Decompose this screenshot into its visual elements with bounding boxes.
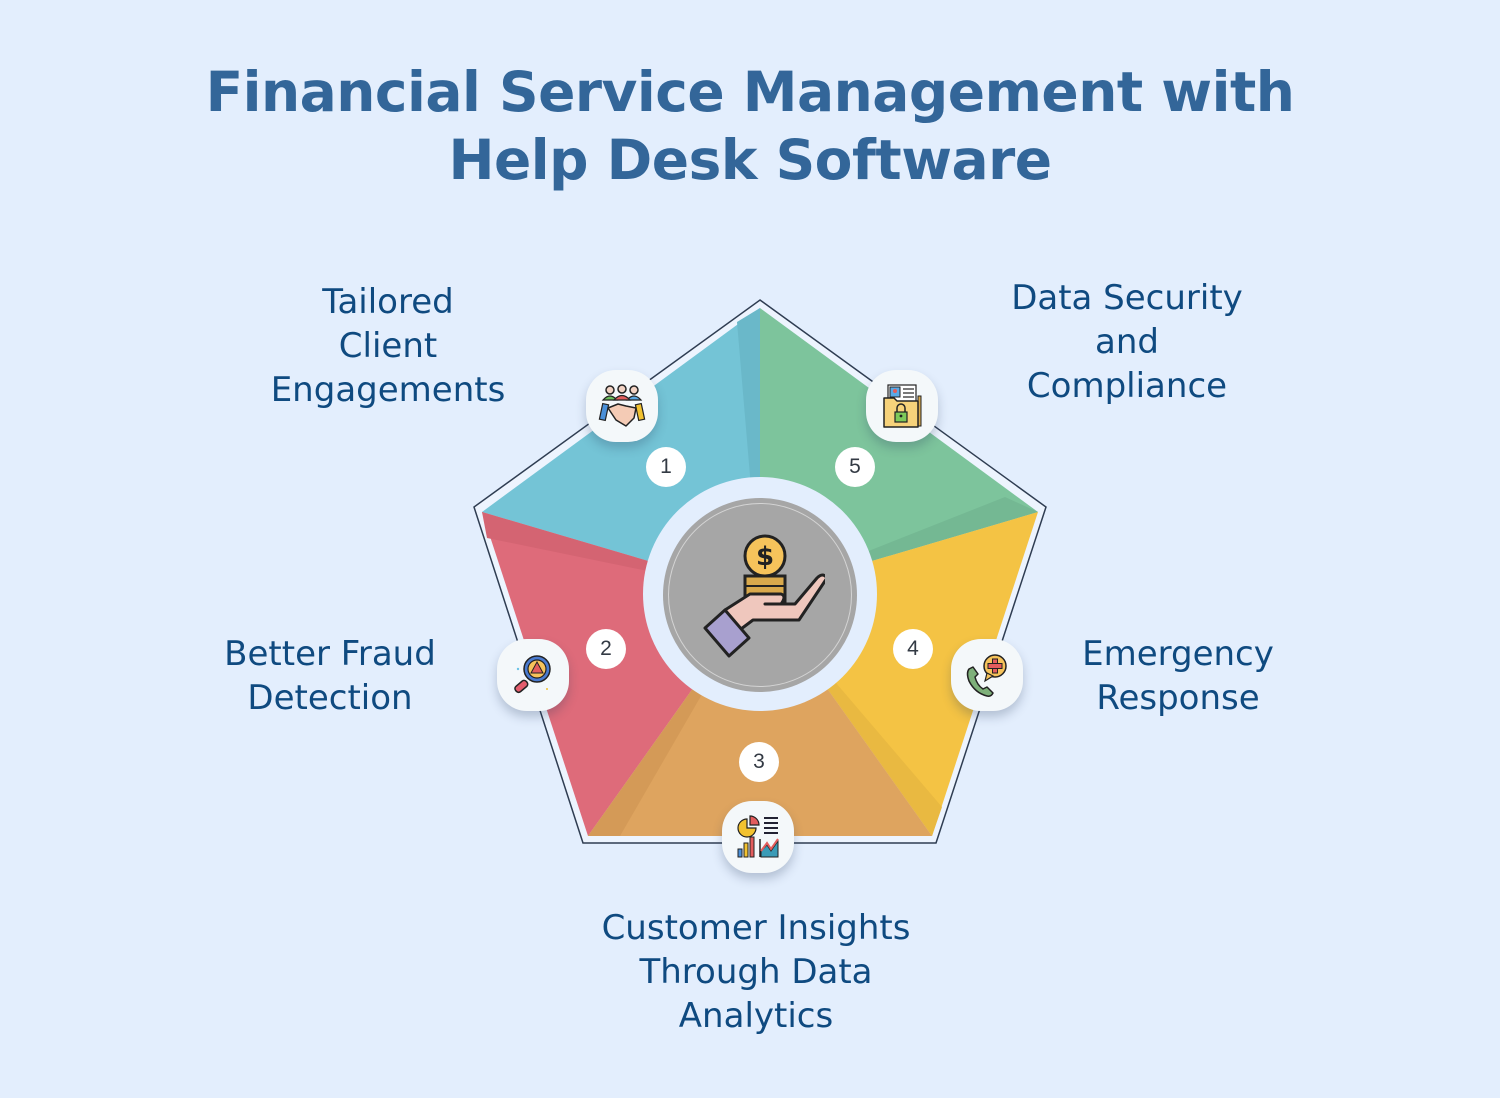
page-title: Financial Service Management with Help D…	[0, 58, 1500, 194]
item-1-label: Tailored Client Engagements	[228, 280, 548, 412]
item-2-label-line: Better Fraud	[224, 634, 436, 674]
center-disc: $	[663, 498, 857, 692]
item-1-number: 1	[646, 447, 686, 487]
magnifier-alert-icon	[514, 655, 551, 694]
item-1-label-line: Client	[338, 326, 438, 366]
item-5-label-line: Compliance	[1026, 366, 1228, 406]
item-4-icon-badge	[951, 639, 1023, 711]
title-line-2: Help Desk Software	[448, 128, 1052, 192]
locked-folder-icon	[883, 384, 922, 428]
item-2-number: 2	[586, 629, 626, 669]
item-4-number: 4	[893, 629, 933, 669]
item-4-label-line: Emergency	[1082, 634, 1274, 674]
item-1-label-line: Tailored	[322, 282, 454, 322]
item-1-label-line: Engagements	[270, 370, 506, 410]
segment-3	[588, 594, 932, 836]
analytics-charts-icon	[737, 815, 779, 858]
item-3-icon-badge	[722, 801, 794, 873]
item-1-icon-badge	[586, 370, 658, 442]
item-2-label-line: Detection	[247, 678, 413, 718]
hand-holding-coins-icon: $	[703, 534, 825, 658]
item-5-number: 5	[835, 447, 875, 487]
item-3-label-line: Through Data	[639, 952, 873, 992]
handshake-team-icon	[598, 384, 646, 427]
title-line-1: Financial Service Management with	[205, 60, 1295, 124]
item-5-label-line: and	[1095, 322, 1159, 362]
item-3-label-line: Customer Insights	[601, 908, 911, 948]
item-4-label: Emergency Response	[1038, 632, 1318, 720]
item-2-icon-badge	[497, 639, 569, 711]
item-2-label: Better Fraud Detection	[180, 632, 480, 720]
phone-emergency-icon	[966, 654, 1007, 697]
item-3-label-line: Analytics	[678, 996, 834, 1036]
item-4-label-line: Response	[1096, 678, 1260, 718]
item-5-label-line: Data Security	[1011, 278, 1243, 318]
item-5-icon-badge	[866, 370, 938, 442]
item-3-number: 3	[739, 742, 779, 782]
svg-text:$: $	[756, 542, 774, 572]
item-5-label: Data Security and Compliance	[972, 276, 1282, 408]
item-3-label: Customer Insights Through Data Analytics	[556, 906, 956, 1038]
